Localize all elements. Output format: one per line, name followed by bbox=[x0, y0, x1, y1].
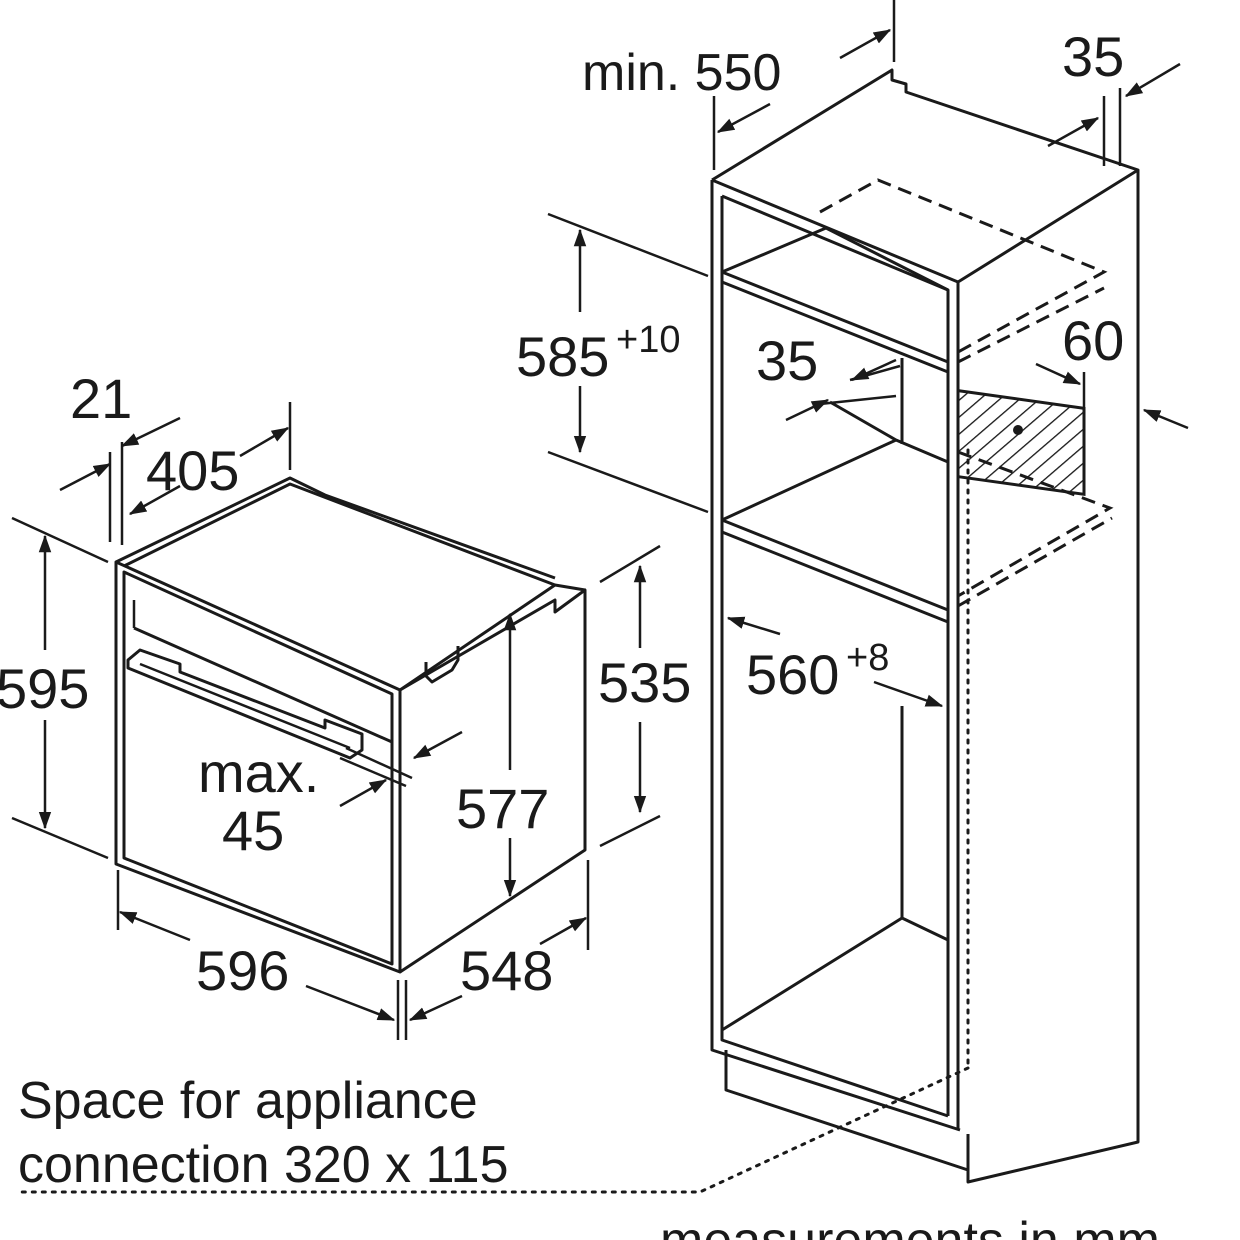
dim-577: 577 bbox=[456, 777, 549, 840]
dim-min-550: min. 550 bbox=[582, 44, 781, 102]
ext-line bbox=[11, 516, 109, 564]
cabinet-dimensions: min. 550 35 585 +10 35 60 560 +8 bbox=[516, 0, 1189, 708]
arrow-550-left bbox=[716, 102, 771, 134]
cabinet-drawing bbox=[710, 68, 1140, 1184]
dim-548: 548 bbox=[460, 939, 553, 1002]
dim-max-label: max. bbox=[198, 741, 319, 804]
dim-35-rail: 35 bbox=[756, 329, 818, 392]
units-note: measurements in mm bbox=[660, 1212, 1160, 1240]
arrow-35-top-b bbox=[1124, 62, 1181, 98]
dim-596: 596 bbox=[196, 939, 289, 1002]
ext-line bbox=[339, 756, 407, 788]
dim-535: 535 bbox=[598, 651, 691, 714]
arrow-596-left bbox=[118, 910, 191, 942]
arrow-405-right bbox=[239, 426, 290, 458]
oven-drawing bbox=[114, 476, 587, 974]
cabinet-right-side bbox=[966, 170, 1140, 1184]
oven-top-inner bbox=[123, 482, 557, 692]
oven-control-panel-line bbox=[133, 626, 393, 744]
lower-niche bbox=[721, 706, 949, 1032]
rail-shelf bbox=[721, 358, 949, 624]
dim-585: 585 bbox=[516, 325, 609, 388]
ext-line bbox=[599, 544, 661, 584]
ventilation-cutout bbox=[956, 388, 1086, 497]
oven-top bbox=[115, 476, 556, 580]
arrow-548-left bbox=[408, 994, 463, 1022]
cabinet-plinth bbox=[724, 1050, 969, 1172]
dim-45: 45 bbox=[222, 799, 284, 862]
notes: Space for appliance connection 320 x 115… bbox=[18, 1072, 1160, 1240]
arrow-405-left bbox=[128, 484, 181, 516]
oven-side-step bbox=[554, 583, 586, 592]
oven-handle bbox=[126, 648, 364, 760]
dim-595: 595 bbox=[0, 657, 89, 720]
connection-note-line2: connection 320 x 115 bbox=[18, 1136, 509, 1194]
arrow-548-right bbox=[539, 916, 588, 946]
dotted-connection-leader bbox=[18, 1066, 970, 1194]
arrow-35-top-a bbox=[1047, 116, 1100, 148]
arrow-45-b bbox=[339, 778, 388, 808]
ext-line bbox=[547, 450, 709, 514]
arrow-560-left bbox=[726, 616, 781, 636]
arrow-60-a bbox=[1035, 362, 1082, 386]
dim-560-tol: +8 bbox=[846, 637, 889, 679]
cabinet-inner-left bbox=[720, 196, 949, 1118]
ext-line bbox=[547, 212, 709, 278]
socket-dot bbox=[1013, 425, 1023, 435]
ext-line bbox=[819, 394, 897, 406]
arrow-60-b bbox=[1142, 408, 1189, 430]
oven-side bbox=[399, 588, 587, 974]
oven-dimensions: 21 405 595 535 577 max. 45 596 bbox=[0, 367, 691, 1040]
arrow-21-right bbox=[120, 416, 181, 448]
dim-21: 21 bbox=[70, 367, 132, 430]
dim-60: 60 bbox=[1062, 309, 1124, 372]
arrow-35-rail-a bbox=[850, 358, 897, 382]
cabinet-hidden-lines bbox=[18, 178, 1114, 1194]
oven-handle-bar bbox=[139, 662, 351, 750]
cabinet-front-left bbox=[710, 180, 961, 1132]
dashed-upper-outline-2 bbox=[957, 286, 1105, 364]
dim-405: 405 bbox=[146, 439, 239, 502]
dim-35-top: 35 bbox=[1062, 25, 1124, 88]
arrow-21-left bbox=[59, 462, 112, 492]
oven-front-inner bbox=[122, 570, 394, 966]
oven-side-bracket bbox=[424, 646, 460, 684]
arrow-550-right bbox=[839, 28, 892, 60]
ext-line bbox=[11, 816, 109, 860]
arrow-596-right bbox=[305, 984, 396, 1022]
connection-note-line1: Space for appliance bbox=[18, 1072, 478, 1130]
dashed-upper-outline bbox=[819, 178, 1108, 354]
dim-585-tol: +10 bbox=[616, 319, 680, 361]
ext-line bbox=[345, 746, 413, 780]
upper-shelf bbox=[721, 226, 949, 374]
arrow-560-right bbox=[873, 680, 944, 708]
arrow-35-rail-b bbox=[785, 398, 830, 422]
arrow-45-a bbox=[412, 730, 463, 760]
dim-560: 560 bbox=[746, 643, 839, 706]
ext-line bbox=[599, 814, 661, 848]
